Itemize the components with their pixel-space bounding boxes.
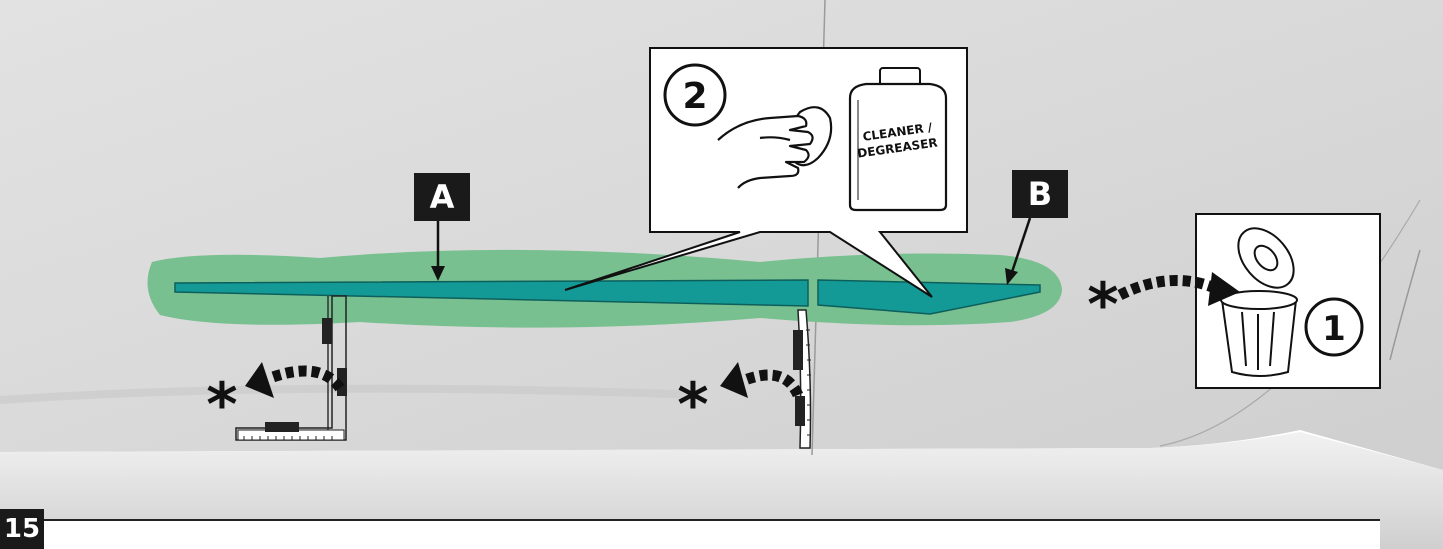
asterisk-discard: *: [1087, 270, 1118, 340]
step-badge-2-text: 2: [682, 76, 707, 117]
label-b-text: B: [1028, 175, 1052, 213]
discard-callout: 1: [1196, 214, 1380, 388]
cleaner-can-icon: CLEANER / DEGREASER: [850, 68, 946, 210]
step-number: 15: [0, 509, 44, 549]
asterisk-middle: *: [677, 370, 708, 440]
asterisk-left: *: [206, 370, 237, 440]
step-badge-1-text: 1: [1322, 309, 1346, 349]
label-a-text: A: [430, 178, 455, 216]
